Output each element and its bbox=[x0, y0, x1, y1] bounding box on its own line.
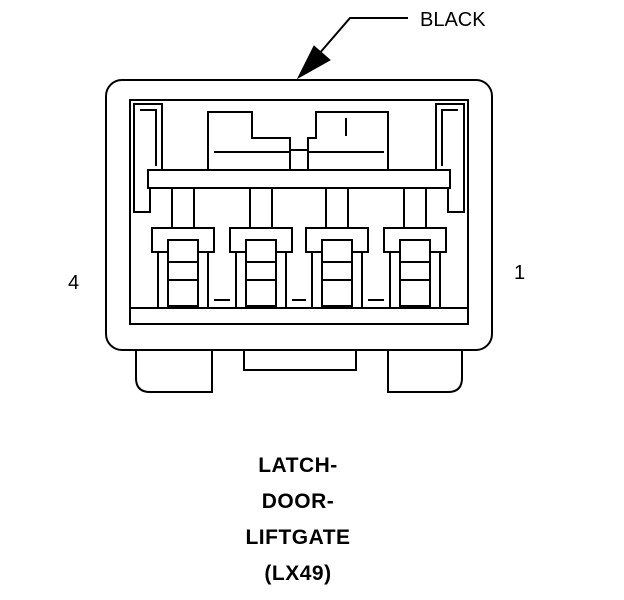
connector-base-strip bbox=[130, 299, 468, 309]
connector-corner-posts bbox=[133, 103, 465, 213]
wire-color-label: BLACK bbox=[420, 9, 486, 31]
terminal-cavity bbox=[305, 187, 369, 309]
title-line: DOOR- bbox=[261, 490, 335, 513]
connector-title: LATCH- DOOR- LIFTGATE (LX49) bbox=[198, 452, 398, 596]
title-line: (LX49) bbox=[264, 562, 332, 585]
terminal-cavity bbox=[383, 187, 447, 309]
pin-number-right: 1 bbox=[514, 262, 526, 284]
connector-drawing bbox=[105, 17, 493, 393]
terminal-cavity bbox=[151, 187, 215, 309]
title-line: LIFTGATE bbox=[245, 526, 351, 549]
terminal-cavity bbox=[229, 187, 293, 309]
connector-lock-block bbox=[207, 111, 389, 171]
callout-arrow bbox=[296, 17, 408, 80]
connector-latch-tabs bbox=[135, 347, 463, 393]
title-line: LATCH- bbox=[258, 454, 338, 477]
pin-number-left: 4 bbox=[68, 272, 80, 294]
connector-rail bbox=[147, 169, 451, 212]
